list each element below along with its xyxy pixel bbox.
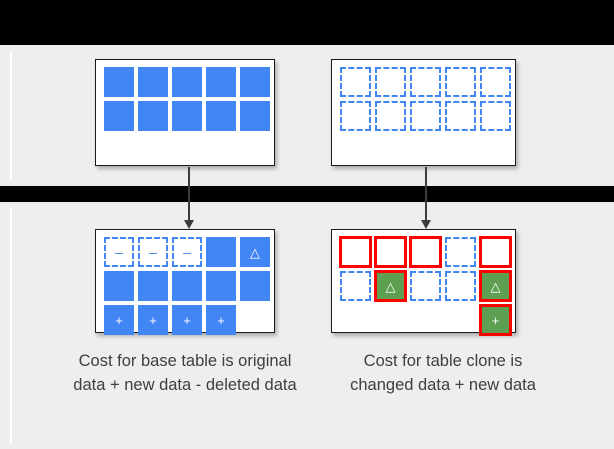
table-cell-r1c2: –	[138, 237, 168, 267]
plus-icon: +	[149, 312, 157, 328]
table-cell-r3c5: +	[479, 304, 512, 336]
top-band	[0, 45, 614, 186]
table-clone-final-card: △ △ +	[331, 229, 516, 336]
table-cell-r1c2	[138, 67, 168, 97]
table-cell-r3c5	[240, 305, 270, 335]
table-cell-r1c3	[172, 67, 202, 97]
minus-icon: –	[149, 244, 157, 260]
table-cell-r2c2	[138, 271, 168, 301]
caption-table-clone: Cost for table clone is changed data + n…	[350, 352, 536, 394]
base-table-final-card: – – – △ + + + +	[95, 229, 275, 335]
table-cell-r1c1	[340, 67, 371, 97]
caption-base-table: Cost for base table is original data + n…	[73, 352, 297, 394]
table-cell-r3c4: +	[206, 305, 236, 335]
table-cell-r1c4	[206, 67, 236, 97]
minus-icon: –	[115, 244, 123, 260]
table-cell-r1c5	[240, 67, 270, 97]
table-cell-r2c1	[340, 271, 371, 301]
plus-icon: +	[115, 312, 123, 328]
table-cell-r3c2: +	[138, 305, 168, 335]
table-cell-r1c5	[479, 236, 512, 268]
table-cell-r2c5	[240, 271, 270, 301]
table-cell-r3c1	[340, 305, 371, 335]
table-cell-r2c2	[375, 101, 406, 131]
cell-grid	[340, 67, 511, 131]
table-cell-r2c3	[172, 271, 202, 301]
table-cell-r1c1: –	[104, 237, 134, 267]
table-cell-r3c1: +	[104, 305, 134, 335]
table-cell-r2c1	[104, 271, 134, 301]
table-cell-r1c5	[480, 67, 511, 97]
delta-icon: △	[490, 278, 501, 294]
table-cell-r1c4	[206, 237, 236, 267]
table-cell-r1c2	[374, 236, 407, 268]
base-table-original-card	[95, 59, 275, 166]
plus-icon: +	[217, 312, 225, 328]
table-cell-r2c2: △	[374, 270, 407, 302]
table-cell-r1c3: –	[172, 237, 202, 267]
minus-icon: –	[183, 244, 191, 260]
table-cell-r1c4	[445, 67, 476, 97]
delta-icon: △	[250, 244, 260, 260]
plus-icon: +	[491, 312, 500, 328]
table-cell-r1c2	[375, 67, 406, 97]
delta-icon: △	[385, 278, 396, 294]
table-cell-r1c1	[339, 236, 372, 268]
table-clone-original-card	[331, 59, 516, 166]
table-cell-r2c1	[340, 101, 371, 131]
arrow-base-table-down	[184, 167, 194, 229]
table-cell-r2c4	[206, 101, 236, 131]
table-cell-r1c4	[445, 237, 476, 267]
band-left-rule	[10, 208, 12, 443]
table-cell-r2c4	[445, 271, 476, 301]
table-cell-r2c1	[104, 101, 134, 131]
table-cell-r3c4	[445, 305, 476, 335]
table-cell-r2c3	[172, 101, 202, 131]
table-cell-r2c5	[240, 101, 270, 131]
cell-grid	[104, 67, 270, 131]
table-cell-r2c4	[445, 101, 476, 131]
table-cell-r3c3	[410, 305, 441, 335]
table-cell-r1c3	[409, 236, 442, 268]
table-cell-r2c5	[480, 101, 511, 131]
table-cell-r1c3	[410, 67, 441, 97]
table-cell-r3c3: +	[172, 305, 202, 335]
table-cell-r2c5: △	[479, 270, 512, 302]
table-cell-r2c2	[138, 101, 168, 131]
table-cell-r3c2	[375, 305, 406, 335]
cell-grid: △ △ +	[339, 236, 512, 336]
cell-grid: – – – △ + + + +	[104, 237, 270, 335]
table-cell-r1c1	[104, 67, 134, 97]
table-cell-r2c3	[410, 271, 441, 301]
table-cell-r1c5: △	[240, 237, 270, 267]
table-cell-r2c4	[206, 271, 236, 301]
plus-icon: +	[183, 312, 191, 328]
bottom-band	[0, 202, 614, 449]
table-cell-r2c3	[410, 101, 441, 131]
arrow-clone-table-down	[421, 167, 431, 229]
band-left-rule	[10, 51, 12, 180]
